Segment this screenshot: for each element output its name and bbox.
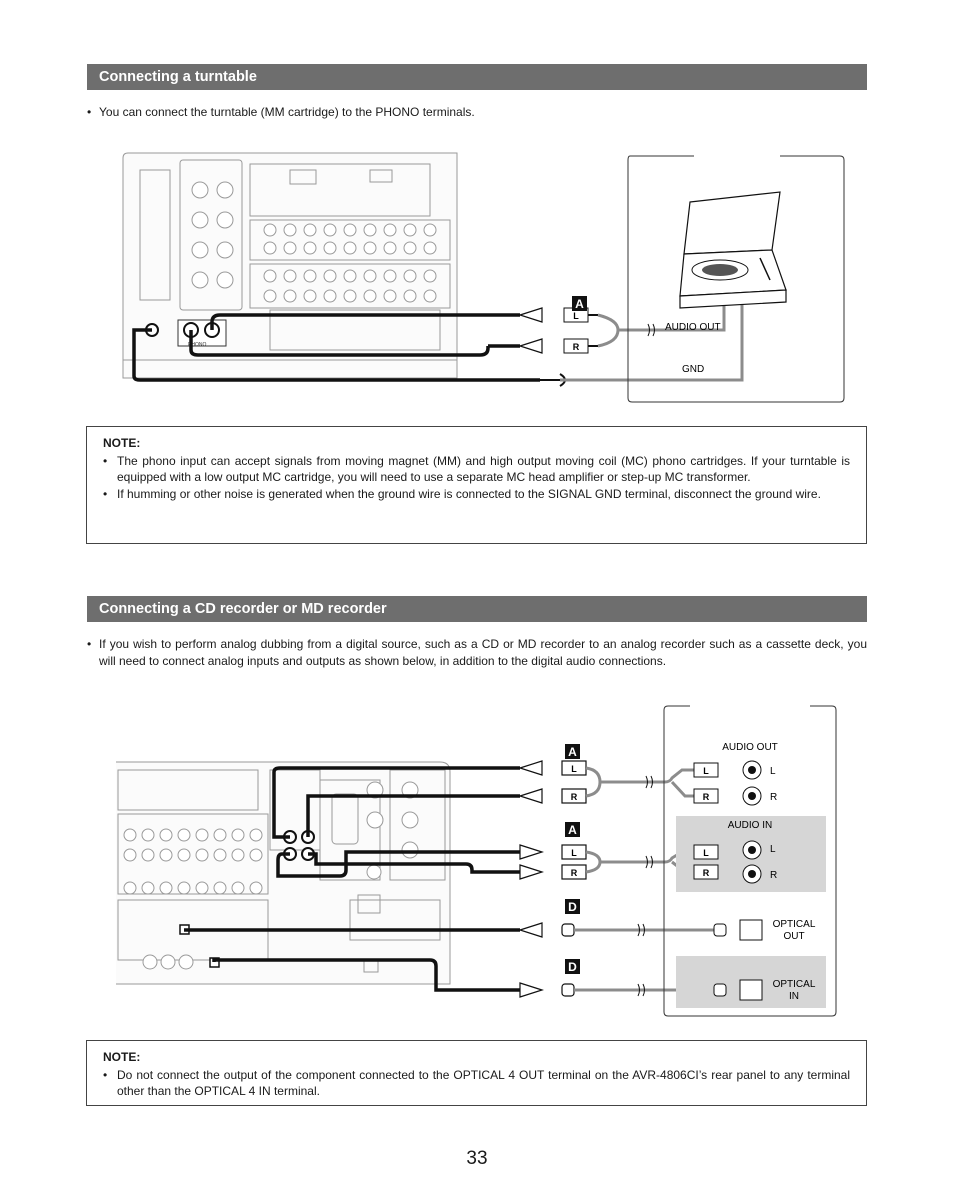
note-box-cd-recorder: NOTE: •Do not connect the output of the … [86,1040,867,1106]
turntable-cables [560,305,744,382]
svg-text:L: L [703,848,709,858]
svg-text:PHONO: PHONO [188,342,206,348]
note-item: •Do not connect the output of the compon… [103,1067,850,1099]
turntable-connection-diagram: PHONO L R A AUDIO OUT GND [122,152,845,403]
svg-text:R: R [703,868,710,878]
svg-text:A: A [575,297,584,311]
svg-text:A: A [568,823,577,837]
note-item: •The phono input can accept signals from… [103,453,850,485]
svg-text:L: L [573,311,579,321]
svg-text:R: R [571,868,578,878]
svg-text:R: R [770,870,777,881]
cd-recorder-intro: If you wish to perform analog dubbing fr… [87,636,867,670]
svg-text:R: R [703,792,710,802]
svg-text:L: L [770,766,776,777]
svg-text:D: D [568,900,577,914]
section-header-cd-md-recorder: Connecting a CD recorder or MD recorder [87,596,867,622]
svg-text:OPTICAL: OPTICAL [773,919,816,930]
svg-text:OPTICAL: OPTICAL [773,979,816,990]
phono-cables [132,313,540,382]
receiver-cables [184,766,520,992]
optical-out-jack [209,957,220,968]
turntable-intro: You can connect the turntable (MM cartri… [87,104,867,121]
svg-text:R: R [770,792,777,803]
svg-text:A: A [568,745,577,759]
svg-text:AUDIO IN: AUDIO IN [728,820,772,831]
page-number: 33 [466,1148,488,1169]
section-header-turntable: Connecting a turntable [87,64,867,90]
marker-a [572,296,587,311]
connection-markers: A A D D [565,744,580,974]
rca-plugs: L R [518,307,598,354]
note-box-turntable: NOTE: •The phono input can accept signal… [86,426,867,544]
svg-text:R: R [571,792,578,802]
recorder-panel: L R L R AUDIO OUT AUDIO IN L R L R OPTIC… [663,705,837,1017]
svg-text:D: D [568,960,577,974]
svg-text:L: L [703,766,709,776]
svg-text:L: L [571,848,577,858]
svg-text:L: L [571,764,577,774]
svg-text:IN: IN [789,991,799,1002]
cd-recorder-connection-diagram: L R L R A A D D [116,705,837,1017]
turntable-lid [683,191,781,255]
receiver-rear-panel [122,152,458,379]
note-title: NOTE: [103,436,141,450]
svg-text:L: L [770,844,776,855]
phono-jacks: PHONO [145,319,227,348]
svg-text:GND: GND [682,364,704,375]
turntable-panel: AUDIO OUT GND [627,155,845,403]
svg-text:R: R [573,342,580,352]
svg-text:AUDIO OUT: AUDIO OUT [722,742,778,753]
cable-plugs [518,760,587,998]
note-title: NOTE: [103,1050,141,1064]
svg-text:AUDIO OUT: AUDIO OUT [665,322,721,333]
note-item: •If humming or other noise is generated … [103,486,821,501]
svg-text:OUT: OUT [783,931,804,942]
